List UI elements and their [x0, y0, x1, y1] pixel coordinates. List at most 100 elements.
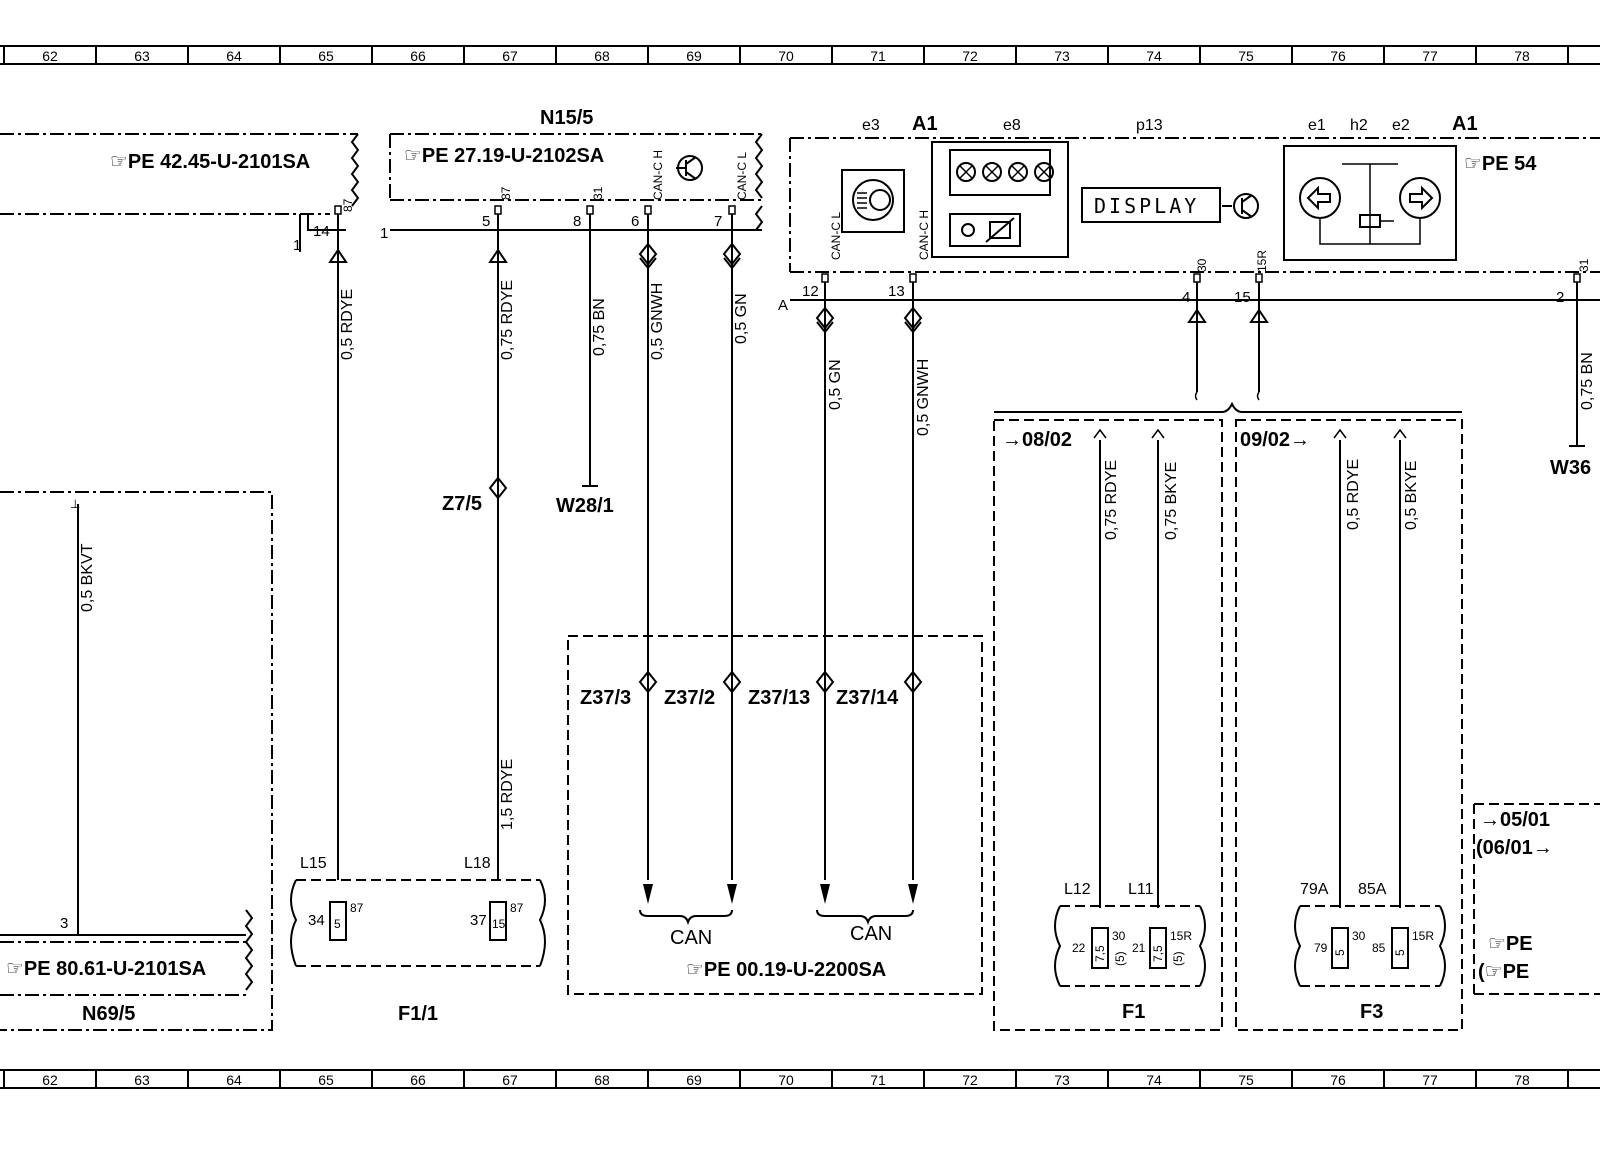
ruler-column-72: 72: [962, 1072, 978, 1088]
fuse-37: 37: [470, 912, 487, 929]
ruler-column-63: 63: [134, 1072, 150, 1088]
ruler-column-70: 70: [778, 48, 794, 64]
pin-8: 8: [573, 213, 581, 230]
ruler-column-69: 69: [686, 1072, 702, 1088]
pin-14: 14: [313, 223, 330, 240]
pin-can-ch-2: CAN-C H: [917, 210, 931, 260]
ruler-column-73: 73: [1054, 48, 1070, 64]
pe-00-ref[interactable]: ☞PE 00.19-U-2200SA: [686, 959, 886, 981]
wire-label-69a: 0,5 GNWH: [649, 283, 666, 360]
fuse-5a: 5: [334, 917, 341, 931]
pe-ref-r1[interactable]: ☞PE: [1488, 933, 1533, 955]
fuse-30a: 30: [1112, 929, 1126, 943]
pin-15: 15: [1234, 289, 1251, 306]
splice-z7-5: Z7/5: [442, 493, 482, 515]
pe-42-ref[interactable]: ☞PE 42.45-U-2101SA: [110, 151, 310, 173]
ruler-column-62: 62: [42, 48, 58, 64]
ruler-column-73: 73: [1054, 1072, 1070, 1088]
ruler-column-68: 68: [594, 48, 610, 64]
label-85a: 85A: [1358, 881, 1387, 898]
n69-5-label: N69/5: [82, 1003, 135, 1025]
lamp-icon: [982, 162, 1002, 182]
splice-z37-14: Z37/14: [836, 687, 899, 709]
lamp-icon: [1034, 162, 1054, 182]
fuse-79: 79: [1314, 941, 1328, 955]
wire-74-stub: [1187, 282, 1269, 401]
gauge-icon: [841, 169, 905, 233]
fuse-group-box: →08/02 09/02→ 0,75 RDYE 0,75 BKYE 0,5 RD…: [993, 401, 1463, 1031]
splice-z37-2: Z37/2: [664, 687, 715, 709]
wire-label-67b: 1,5 RDYE: [499, 759, 516, 830]
module-a1-cluster: e3 A1 e8 p13 e1 h2 e2 A1 A DISP: [778, 113, 1600, 314]
pin-31b: 31: [1577, 258, 1591, 272]
lamp-icon: [1008, 162, 1028, 182]
ground-w28-1: W28/1: [556, 495, 614, 517]
ruler-column-74: 74: [1146, 48, 1162, 64]
wire-label-69b: 0,5 GN: [733, 293, 750, 344]
pe-27-ref[interactable]: ☞PE 27.19-U-2102SA: [404, 145, 604, 167]
fuse-15r2: 15R: [1412, 929, 1434, 943]
fuse-21: 21: [1132, 941, 1146, 955]
fuse-22: 22: [1072, 941, 1086, 955]
fuse-30b: 30: [1352, 929, 1366, 943]
pin-1b: 1: [380, 225, 388, 242]
wire-label-71b: 0,5 GNWH: [915, 359, 932, 436]
ground-w36: W36: [1550, 457, 1591, 479]
wire-label-63: 0,5 BKVT: [79, 543, 96, 612]
ruler-column-78: 78: [1514, 48, 1530, 64]
wire-label-74a: 0,75 RDYE: [1103, 460, 1120, 540]
pe-ref-r2[interactable]: (☞PE: [1478, 961, 1529, 983]
ruler-column-67: 67: [502, 48, 518, 64]
label-p13: p13: [1136, 117, 1163, 134]
pin-7: 7: [714, 213, 722, 230]
pin-87a: 87: [341, 198, 355, 212]
ruler-column-78: 78: [1514, 1072, 1530, 1088]
pin-3: 3: [60, 915, 68, 932]
ruler-column-64: 64: [226, 48, 242, 64]
ruler-column-71: 71: [870, 48, 886, 64]
ruler-column-74: 74: [1146, 1072, 1162, 1088]
fuse-5b: (5): [1113, 951, 1127, 966]
cross-ref-0501[interactable]: →05/01: [1480, 809, 1550, 831]
ruler-column-64: 64: [226, 1072, 242, 1088]
wire-label-78: 0,75 BN: [1579, 352, 1596, 410]
pin-A: A: [778, 297, 788, 314]
ruler-column-77: 77: [1422, 48, 1438, 64]
label-l12: L12: [1064, 881, 1091, 898]
cross-ref-0802[interactable]: →08/02: [1002, 429, 1072, 451]
pe-54-ref[interactable]: ☞PE 54: [1464, 153, 1537, 175]
warning-lamps-icon: [931, 141, 1069, 258]
display-text: DISPLAY: [1094, 194, 1199, 218]
module-box-pe42: ☞PE 42.45-U-2101SA: [0, 133, 360, 215]
ruler-column-65: 65: [318, 1072, 334, 1088]
wire-label-76b: 0,5 BKYE: [1403, 461, 1420, 530]
cross-ref-0601[interactable]: (06/01→: [1476, 837, 1553, 859]
wire-label-76a: 0,5 RDYE: [1345, 459, 1362, 530]
fuse-15: 15: [492, 917, 506, 931]
fuse-34: 34: [308, 912, 325, 929]
ruler-column-75: 75: [1238, 48, 1254, 64]
pe-80-ref[interactable]: ☞PE 80.61-U-2101SA: [6, 958, 206, 980]
ruler-column-72: 72: [962, 48, 978, 64]
can-bus-label-1: CAN: [670, 927, 712, 949]
wire-label-65: 0,5 RDYE: [339, 289, 356, 360]
turn-signal-indicators: [1283, 145, 1457, 261]
ruler-column-67: 67: [502, 1072, 518, 1088]
wire-78: 0,75 BN W36: [1550, 282, 1596, 479]
pin-6: 6: [631, 213, 639, 230]
connector-14: 1 14 87: [293, 198, 355, 254]
pin-5: 5: [482, 213, 490, 230]
wire-label-71a: 0,5 GN: [827, 359, 844, 410]
pin-1a: 1: [293, 237, 301, 254]
fuse-5d: 5: [1333, 949, 1347, 956]
ruler-column-63: 63: [134, 48, 150, 64]
wire-71b: 0,5 GNWH: [903, 282, 932, 904]
label-e3: e3: [862, 117, 880, 134]
can-splice-box: Z37/3 Z37/2 Z37/13 Z37/14 CAN CAN ☞PE 00…: [567, 635, 983, 995]
label-l11: L11: [1128, 881, 1154, 898]
pin-87b: 87: [499, 186, 513, 200]
cross-ref-0902[interactable]: 09/02→: [1240, 429, 1310, 451]
n15-5-label: N15/5: [540, 107, 593, 129]
